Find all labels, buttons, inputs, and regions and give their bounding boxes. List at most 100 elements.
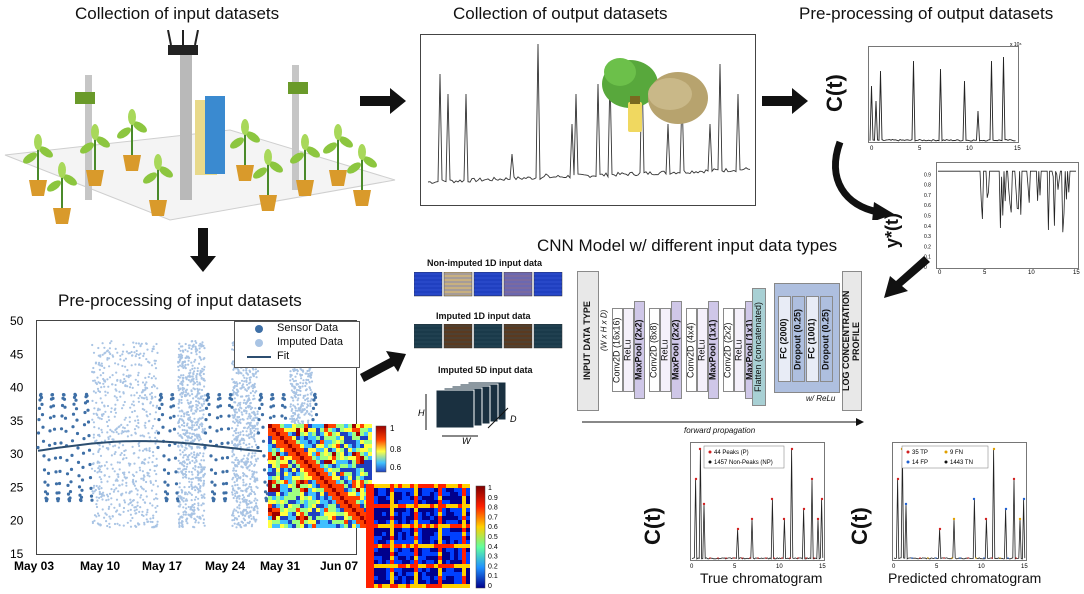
heat-cell — [386, 560, 390, 564]
heat-cell — [462, 492, 466, 496]
baseline-marker — [967, 557, 969, 559]
heat-cell — [320, 524, 324, 528]
heat-cell — [364, 444, 368, 448]
sensor-point — [160, 402, 164, 406]
imputed-point — [118, 504, 121, 507]
imputed-point — [299, 374, 302, 377]
imputed-point — [202, 455, 205, 458]
imputed-point — [202, 521, 205, 525]
imputed-point — [253, 454, 256, 457]
heat-cell — [426, 544, 430, 548]
heat-cell — [406, 516, 410, 520]
heat-cell — [462, 496, 466, 500]
imputed-point — [121, 483, 124, 486]
heat-cell — [426, 556, 430, 560]
plant-pot — [253, 149, 283, 211]
heat-cell — [406, 508, 410, 512]
sensor-point — [71, 425, 75, 429]
heat-cell — [332, 524, 336, 528]
imputed-point — [184, 356, 187, 360]
imputed-point — [145, 396, 148, 399]
heat-cell — [394, 556, 398, 560]
imputed-point — [104, 410, 107, 413]
heat-cell — [426, 488, 430, 492]
thumbnail — [414, 324, 443, 349]
heat-cell — [268, 448, 272, 452]
imputed-point — [91, 490, 94, 493]
heat-cell — [288, 496, 292, 500]
heat-cell — [370, 584, 374, 588]
imputed-point — [95, 496, 98, 499]
imputed-point — [149, 520, 152, 523]
router-icon — [168, 45, 198, 55]
sensor-point — [227, 403, 232, 408]
heat-cell — [410, 560, 414, 564]
imputed-point — [151, 451, 155, 454]
heat-cell — [336, 512, 340, 516]
heat-cell — [272, 504, 276, 508]
imputed-point — [131, 504, 134, 507]
heat-cell — [272, 476, 276, 480]
heat-cell — [352, 500, 356, 504]
sensor-point — [73, 393, 78, 397]
sensor-point — [62, 397, 67, 401]
heat-cell — [312, 480, 316, 484]
imputed-point — [306, 397, 309, 400]
heat-cell — [308, 484, 312, 488]
imputed-point — [234, 392, 237, 395]
imputed-point — [122, 343, 125, 346]
imputed-point — [245, 379, 248, 382]
heat-cell — [312, 448, 316, 452]
heat-cell — [320, 476, 324, 480]
heat-cell — [426, 492, 430, 496]
imputed-point — [253, 438, 256, 441]
heat-cell — [284, 448, 288, 452]
heat-cell — [280, 476, 284, 480]
imputed-point — [177, 386, 180, 390]
heat-cell — [340, 504, 344, 508]
heat-cell — [422, 568, 426, 572]
imputed-point — [245, 510, 249, 513]
heat-cell — [430, 532, 434, 536]
heat-cell — [458, 540, 462, 544]
heat-cell — [374, 504, 378, 508]
imputed-point — [188, 346, 191, 350]
imputed-point — [117, 363, 120, 366]
heat-cell — [300, 516, 304, 520]
imputed-point — [245, 490, 248, 493]
imputed-point — [126, 369, 129, 372]
sensor-point — [170, 393, 175, 397]
imputed-point — [136, 504, 139, 507]
imputed-point — [185, 429, 188, 432]
heat-cell — [446, 484, 450, 488]
imputed-point — [106, 480, 109, 483]
imputed-point — [139, 506, 142, 509]
heat-cell — [324, 464, 328, 468]
imputed-point — [101, 413, 104, 416]
heat-cell — [426, 504, 430, 508]
heat-cell — [402, 520, 406, 524]
imputed-point — [192, 439, 195, 443]
imputed-point — [97, 450, 100, 454]
imputed-point — [143, 521, 146, 524]
imputed-point — [291, 408, 294, 411]
imputed-point — [126, 435, 129, 438]
imputed-point — [138, 523, 141, 526]
imputed-point — [246, 446, 249, 450]
heat-cell — [316, 464, 320, 468]
heat-cell — [360, 480, 364, 484]
imputed-point — [253, 493, 257, 496]
imputed-point — [236, 389, 239, 392]
heat-cell — [356, 452, 360, 456]
imputed-point — [148, 436, 151, 439]
heat-cell — [360, 424, 364, 428]
imputed-point — [187, 513, 190, 516]
sensor-point — [173, 456, 178, 460]
sensor-point — [283, 405, 287, 409]
imputed-point — [99, 524, 102, 527]
heat-cell — [418, 528, 422, 532]
heat-cell — [382, 552, 386, 556]
heat-cell — [438, 568, 442, 572]
imputed-point — [123, 499, 126, 502]
